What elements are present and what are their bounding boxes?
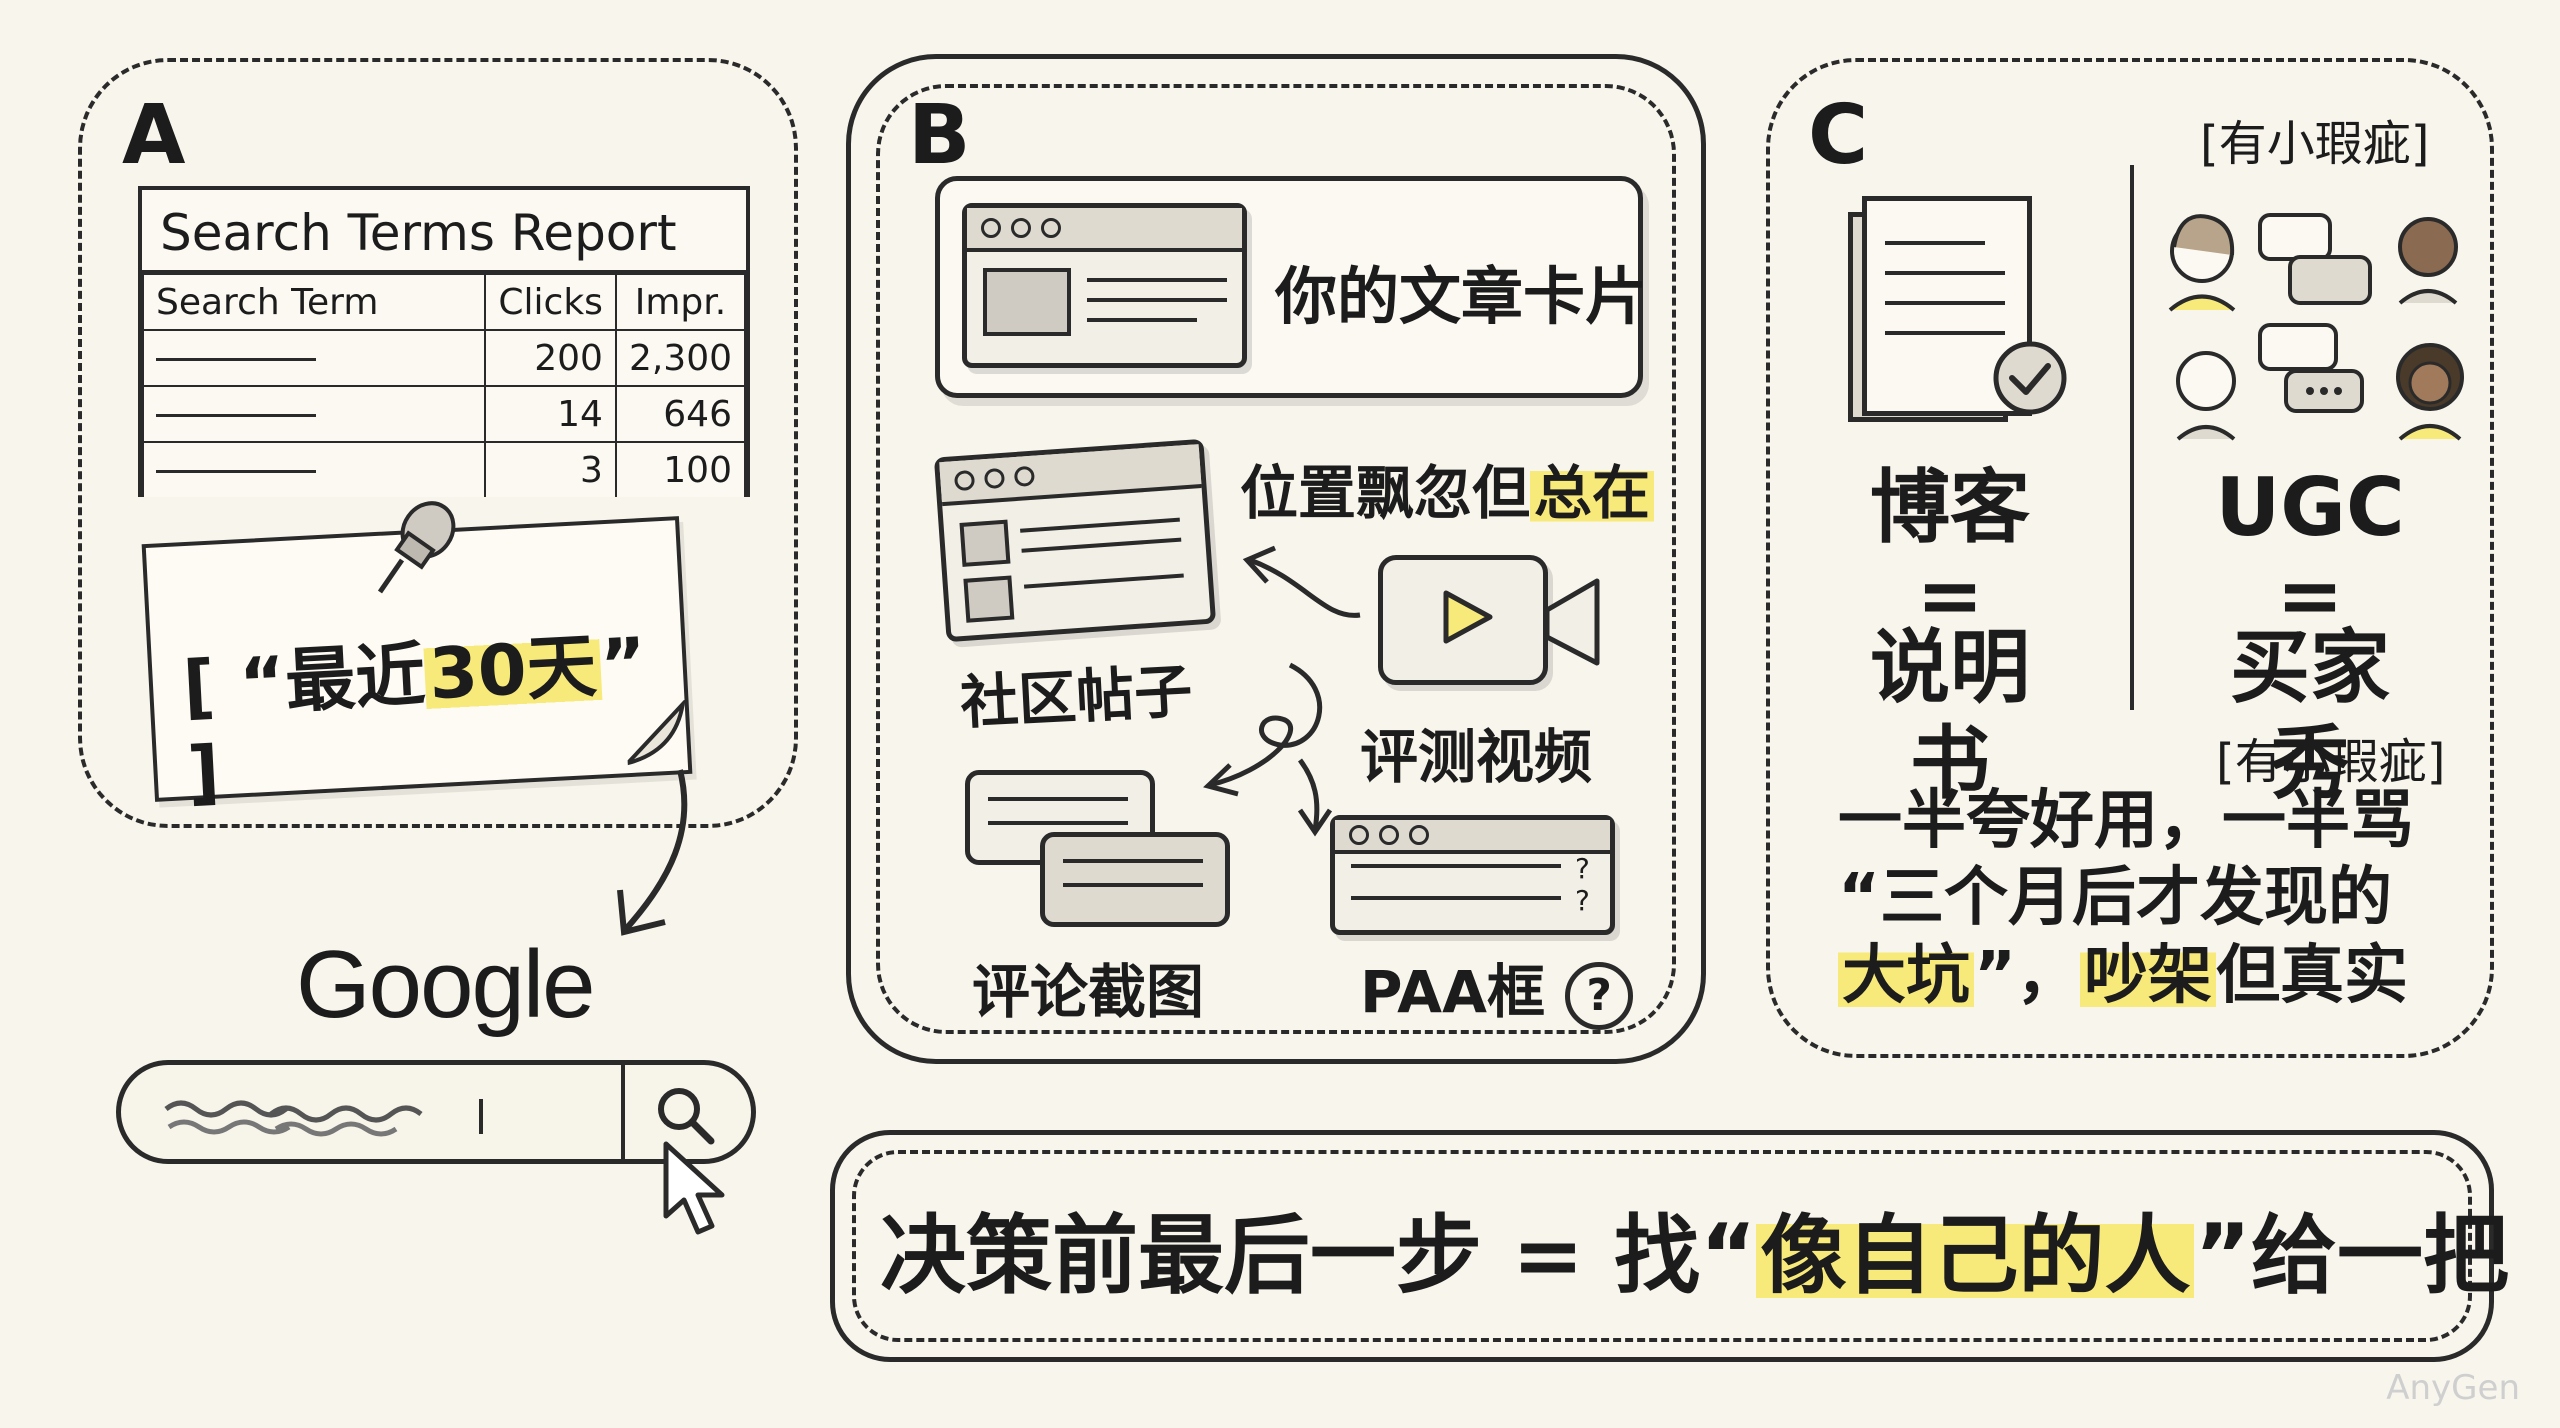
quote-highlight-argue: 吵架 xyxy=(2080,939,2217,1013)
panel-c-letter: C xyxy=(1808,88,1869,183)
bottom-conclusion: 决策前最后一步 = 找“像自己的人”给一把 xyxy=(880,1206,2509,1306)
col-impr: Impr. xyxy=(614,273,747,331)
ugc-quote-line2: “三个月后才发现的 xyxy=(1838,861,2393,935)
document-icon xyxy=(1848,196,2078,436)
table-row: 14 646 xyxy=(141,385,747,443)
manual-label: 说明书 xyxy=(1870,621,2030,810)
impr-cell: 646 xyxy=(614,385,747,443)
bottom-banner xyxy=(830,1130,2494,1362)
community-post-label: 社区帖子 xyxy=(958,656,1194,738)
arrow-down-icon xyxy=(617,769,688,936)
scribble-query-icon xyxy=(164,1099,483,1137)
search-terms-report: Search Terms Report Search Term Clicks I… xyxy=(138,186,750,497)
question-mark: ? xyxy=(1575,852,1590,885)
camera-lens-icon xyxy=(1544,578,1600,666)
term-placeholder xyxy=(141,329,487,387)
col-clicks: Clicks xyxy=(484,273,617,331)
bottom-highlight: 像自己的人 xyxy=(1756,1206,2195,1306)
clicks-cell: 14 xyxy=(484,385,617,443)
article-card-label: 你的文章卡片 xyxy=(1275,260,1648,333)
table-row: 3 100 xyxy=(141,441,747,497)
question-circle-icon: ? xyxy=(1565,961,1634,1030)
watermark: AnyGen xyxy=(2386,1368,2520,1408)
curved-arrow-icon xyxy=(1242,545,1361,618)
flaw-tag-bottom: [有小瑕疵] xyxy=(2216,734,2446,790)
cursor-icon xyxy=(663,1141,725,1235)
bottom-banner-inner xyxy=(852,1150,2472,1342)
panel-b-inner xyxy=(876,84,1676,1034)
equals-2: = xyxy=(2276,549,2344,642)
term-placeholder xyxy=(141,441,487,497)
quote-highlight-pit: 大坑 xyxy=(1838,939,1974,1013)
panel-a-letter: A xyxy=(122,88,186,183)
people-chat-icon xyxy=(2168,213,2464,441)
paa-box-icon: ? ? xyxy=(1330,815,1615,935)
buyer-show-label: 买家秀 xyxy=(2230,621,2390,810)
ugc-quote-line3: 大坑”，吵架但真实 xyxy=(1838,939,2408,1014)
article-card: 你的文章卡片 xyxy=(935,176,1647,398)
term-placeholder xyxy=(141,385,487,443)
clicks-cell: 3 xyxy=(484,441,617,497)
note-highlight: 30天 xyxy=(423,624,603,716)
report-title: Search Terms Report xyxy=(142,190,746,273)
panel-c xyxy=(1766,58,2494,1058)
article-browser-icon xyxy=(962,203,1247,368)
question-mark: ? xyxy=(1575,884,1590,917)
position-label: 位置飘忽但总在 xyxy=(1240,446,1655,530)
sticky-note: [ “最近30天” ] xyxy=(141,516,693,814)
search-divider xyxy=(621,1065,625,1159)
report-table: Search Term Clicks Impr. 200 2,300 14 64… xyxy=(141,273,747,497)
equals-1: = xyxy=(1916,549,1984,642)
pushpin-icon xyxy=(377,501,456,594)
check-circle-icon xyxy=(1993,341,2067,415)
comment-screenshot-label: 评论截图 xyxy=(972,958,1205,1026)
ugc-label: UGC xyxy=(2215,461,2405,554)
ugc-quote-line1: 一半夸好用，一半骂 xyxy=(1838,784,2414,858)
google-logo: Google xyxy=(296,931,596,1038)
position-highlight: 总在 xyxy=(1530,459,1655,527)
panel-b xyxy=(846,54,1706,1064)
search-icon[interactable] xyxy=(651,1081,721,1151)
search-input[interactable] xyxy=(116,1060,756,1164)
review-video-label: 评测视频 xyxy=(1360,723,1593,791)
blog-label: 博客 xyxy=(1870,461,2030,554)
panel-a xyxy=(78,58,798,828)
table-row: 200 2,300 xyxy=(141,329,747,387)
play-icon xyxy=(1443,590,1493,644)
impr-cell: 100 xyxy=(614,441,747,497)
page-curl-icon xyxy=(624,699,686,767)
clicks-cell: 200 xyxy=(484,329,617,387)
paa-label: PAA框 ? xyxy=(1360,945,1634,1030)
col-search-term: Search Term xyxy=(141,273,487,331)
loop-arrows-icon xyxy=(1203,662,1333,837)
flaw-tag-top: [有小瑕疵] xyxy=(2200,116,2430,172)
report-header-row: Search Term Clicks Impr. xyxy=(141,273,747,331)
impr-cell: 2,300 xyxy=(614,329,747,387)
video-icon xyxy=(1378,555,1608,690)
community-post-icon xyxy=(933,438,1217,643)
panel-b-letter: B xyxy=(908,88,971,183)
comment-bubble-front xyxy=(1040,832,1230,927)
vertical-divider xyxy=(2130,165,2134,710)
